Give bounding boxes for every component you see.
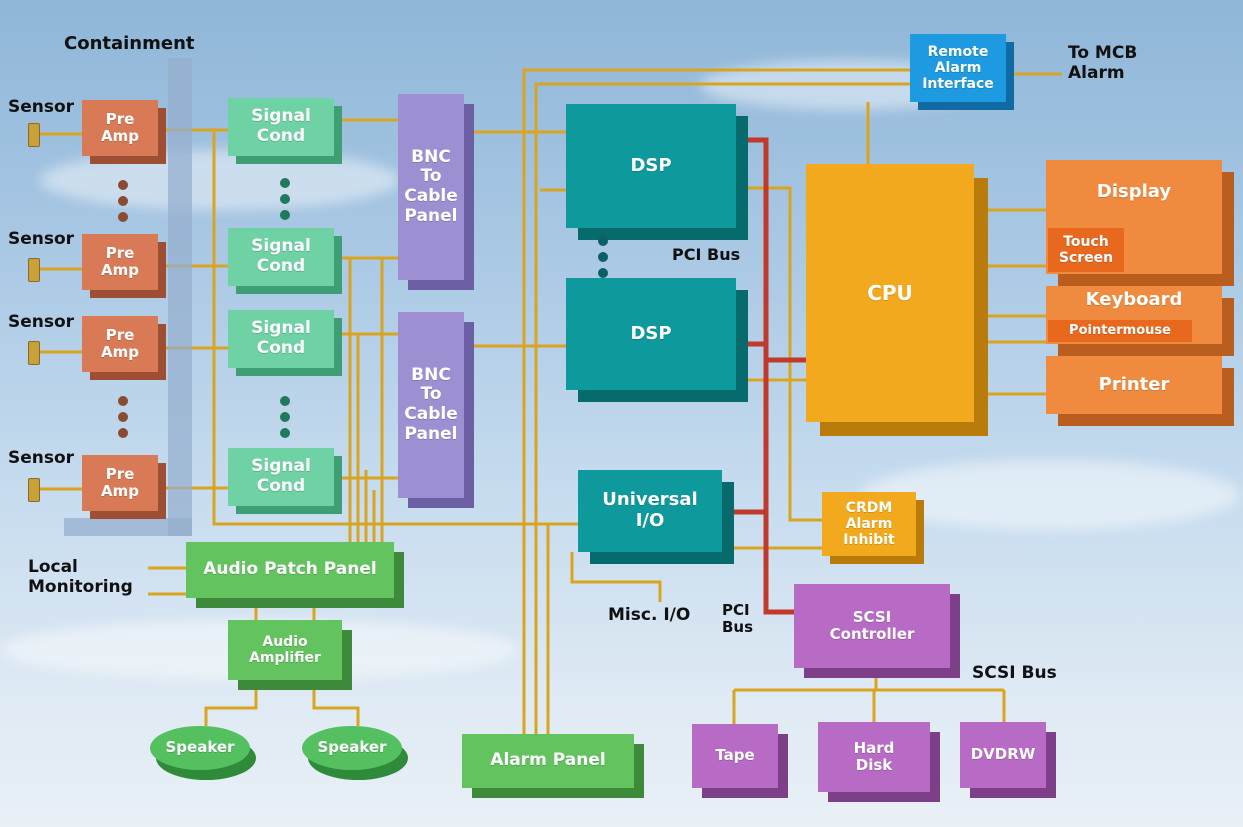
sensor-connector-icon <box>28 341 40 365</box>
tape-drive: Tape <box>692 724 778 788</box>
speaker-right: Speaker <box>302 726 402 770</box>
wire <box>212 130 578 526</box>
audio-patch-panel: Audio Patch Panel <box>186 542 394 598</box>
containment-frame <box>64 58 192 536</box>
scsi-bus-label: SCSI Bus <box>972 663 1057 683</box>
sensor-connector-icon <box>28 478 40 502</box>
sensor-connector-icon <box>28 123 40 147</box>
pci-bus-label: PCI Bus <box>672 245 741 264</box>
dsp-ellipsis <box>598 236 608 278</box>
alarm-panel: Alarm Panel <box>462 734 634 788</box>
sensor-label: Sensor <box>8 229 75 249</box>
pointer-mouse: Pointermouse <box>1048 320 1192 342</box>
wire <box>312 680 360 726</box>
cloud <box>860 460 1240 530</box>
pci-bus-line <box>746 137 794 615</box>
wire <box>204 680 258 726</box>
dsp-1: DSP <box>566 104 736 228</box>
wire <box>736 186 822 522</box>
wire <box>522 68 910 734</box>
sensor-connector-icon <box>28 258 40 282</box>
dvdrw-drive: DVDRW <box>960 722 1046 788</box>
display: Display <box>1046 160 1222 274</box>
sensor-label: Sensor <box>8 312 75 332</box>
sensor-label: Sensor <box>8 448 75 468</box>
dsp-2: DSP <box>566 278 736 390</box>
wire <box>534 82 910 734</box>
sensor-label: Sensor <box>8 97 75 117</box>
pre-amp-ellipsis <box>118 180 128 222</box>
signal-cond-ellipsis <box>280 178 290 220</box>
speaker-left: Speaker <box>150 726 250 770</box>
cloud <box>40 150 400 210</box>
cpu: CPU <box>806 164 974 422</box>
containment-label: Containment <box>64 33 195 54</box>
pre-amp-ellipsis <box>118 396 128 438</box>
wire <box>570 552 662 602</box>
signal-cond-ellipsis <box>280 396 290 438</box>
printer: Printer <box>1046 356 1222 414</box>
misc-io-label: Misc. I/O <box>608 605 691 625</box>
